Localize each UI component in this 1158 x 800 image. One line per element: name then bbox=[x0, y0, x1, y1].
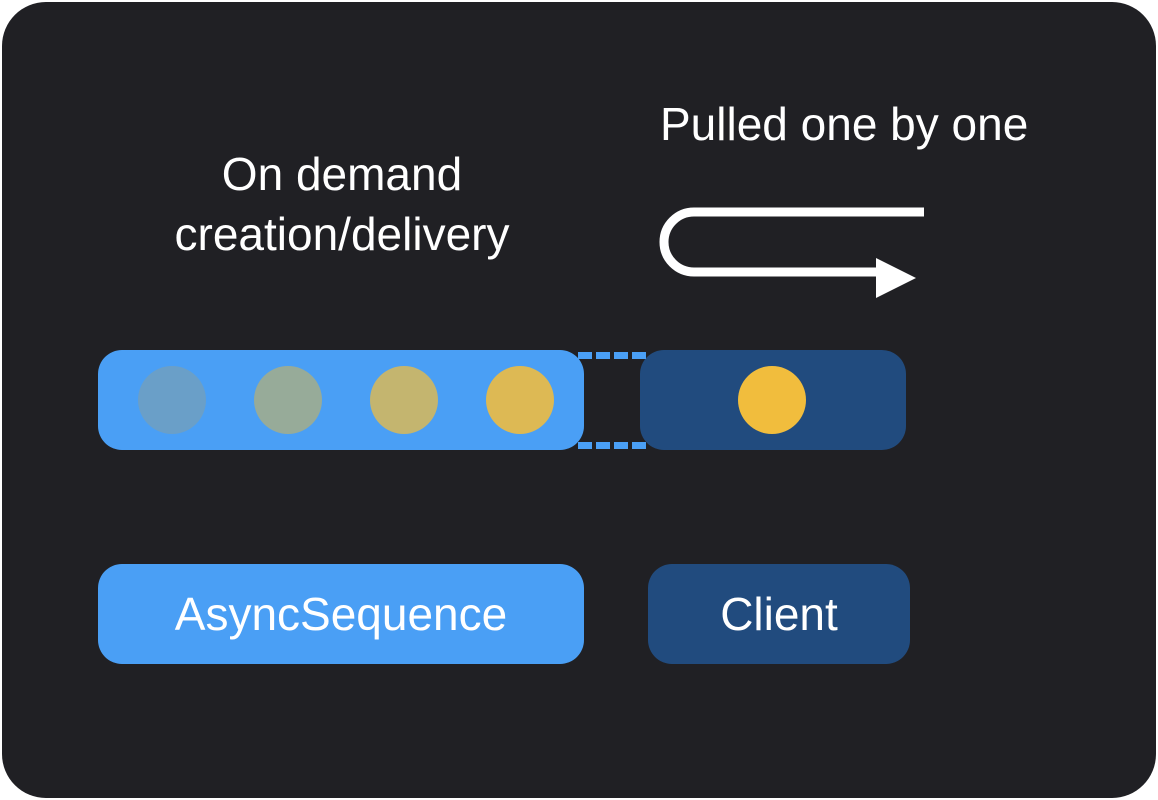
pull-arrow-icon bbox=[659, 207, 924, 298]
on-demand-line-1: On demand bbox=[221, 148, 463, 200]
client-item bbox=[738, 366, 806, 434]
client-box: Client bbox=[648, 564, 910, 664]
pulled-one-by-one-label: Pulled one by one bbox=[660, 98, 1029, 150]
async-sequence-box: AsyncSequence bbox=[98, 564, 584, 664]
connector-bottom-dash bbox=[578, 442, 646, 449]
sequence-item-3 bbox=[370, 366, 438, 434]
sequence-item-1 bbox=[138, 366, 206, 434]
on-demand-line-2: creation/delivery bbox=[174, 208, 510, 260]
sequence-item-4 bbox=[486, 366, 554, 434]
connector-top-dash bbox=[578, 352, 646, 359]
on-demand-label: On demand creation/delivery bbox=[142, 144, 542, 264]
sequence-item-2 bbox=[254, 366, 322, 434]
arrow-head-icon bbox=[876, 258, 916, 298]
